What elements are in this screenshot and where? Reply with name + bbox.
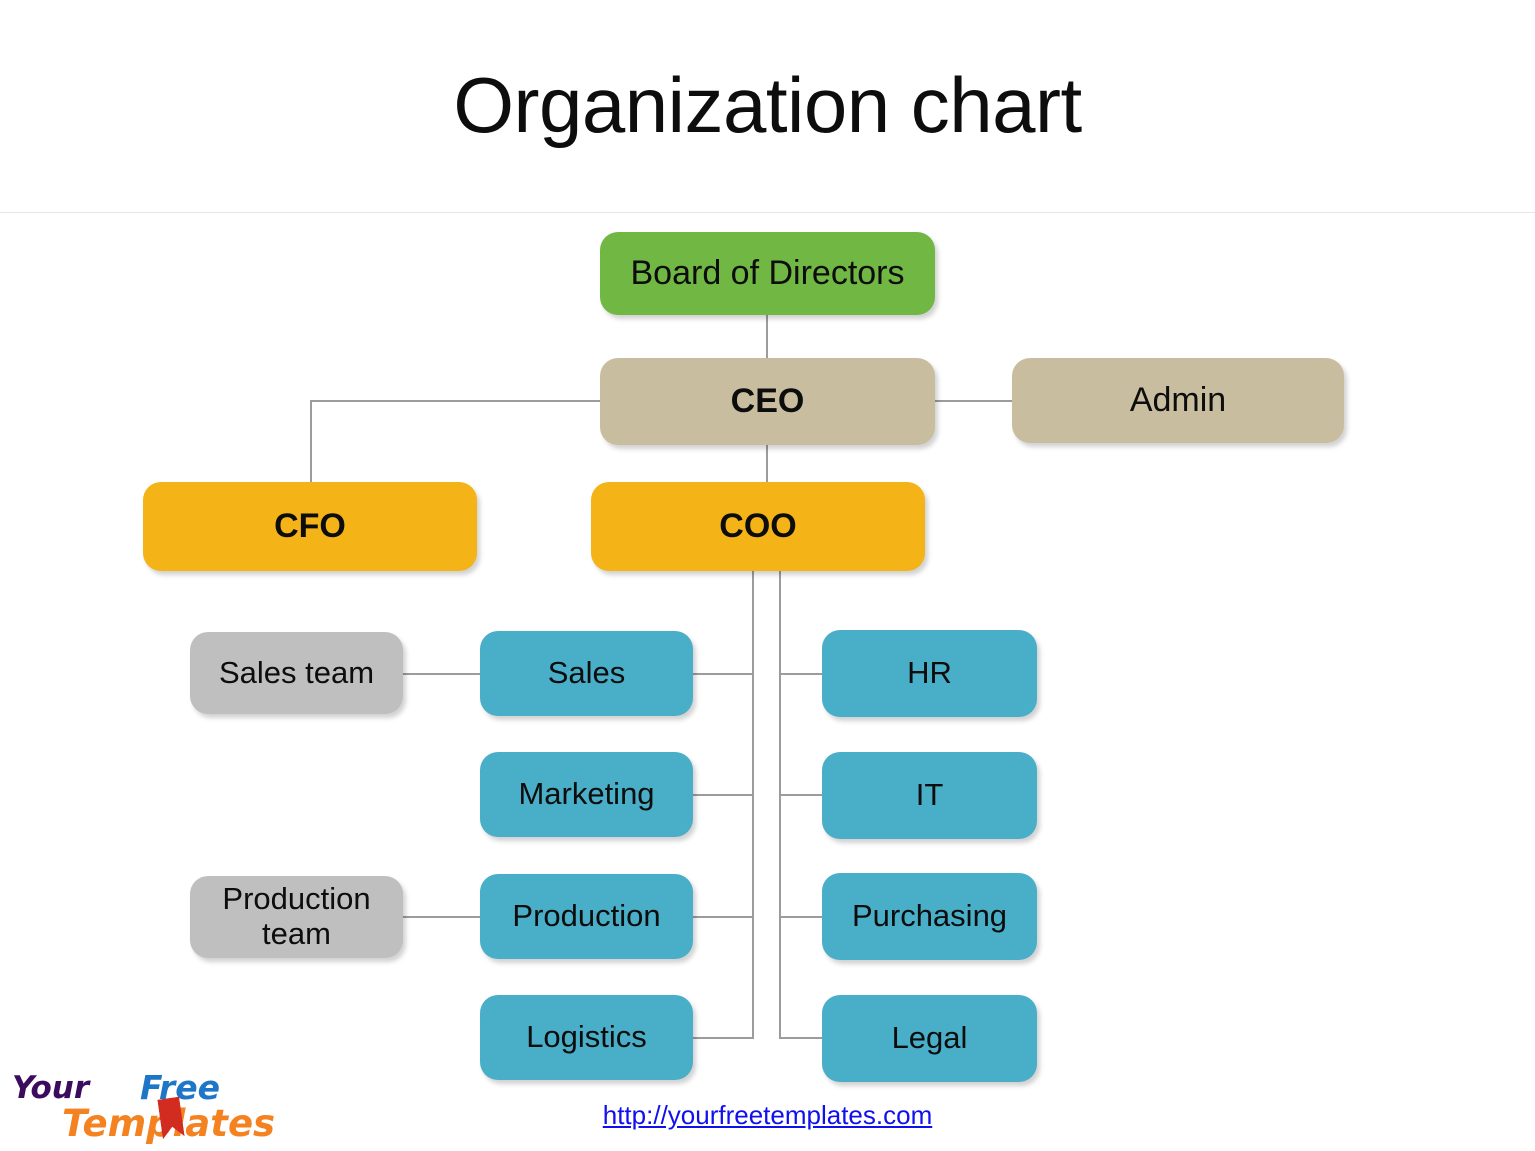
node-label: HR	[907, 655, 952, 691]
connector-trunk-marketing	[692, 794, 753, 796]
node-sales-team[interactable]: Sales team	[190, 632, 403, 714]
node-sales[interactable]: Sales	[480, 631, 693, 716]
connector-trunk-legal	[779, 1037, 823, 1039]
node-hr[interactable]: HR	[822, 630, 1037, 717]
node-label: Logistics	[526, 1019, 647, 1055]
node-production-team[interactable]: Production team	[190, 876, 403, 958]
node-ceo[interactable]: CEO	[600, 358, 935, 445]
node-purchasing[interactable]: Purchasing	[822, 873, 1037, 960]
node-label: IT	[915, 777, 944, 813]
node-label: CEO	[730, 382, 805, 421]
connector-board-ceo	[766, 313, 768, 360]
connector-ceo-cfo-horizontal	[310, 400, 602, 402]
node-production[interactable]: Production	[480, 874, 693, 959]
node-marketing[interactable]: Marketing	[480, 752, 693, 837]
logo-word-free: Free	[140, 1068, 220, 1107]
connector-trunk-sales	[692, 673, 753, 675]
connector-trunk-hr	[779, 673, 823, 675]
node-label: Sales team	[218, 654, 375, 690]
connector-ceo-coo	[766, 444, 768, 483]
node-label: Production team	[222, 881, 371, 951]
connector-coo-left-trunk	[752, 571, 754, 1039]
node-legal[interactable]: Legal	[822, 995, 1037, 1082]
connector-trunk-it	[779, 794, 823, 796]
node-label: Legal	[891, 1020, 968, 1056]
connector-ceo-cfo-vertical	[310, 400, 312, 483]
node-label: Admin	[1129, 381, 1227, 420]
logo-word-your: Your	[12, 1070, 90, 1106]
node-label: Board of Directors	[630, 254, 905, 293]
node-logistics[interactable]: Logistics	[480, 995, 693, 1080]
yourfreetemplates-logo: Your Free Templates	[8, 1068, 275, 1148]
connector-trunk-purchasing	[779, 916, 823, 918]
connector-coo-right-trunk	[779, 571, 781, 1039]
connector-trunk-production	[692, 916, 753, 918]
node-label: Production	[512, 898, 661, 934]
footer-url-link[interactable]: http://yourfreetemplates.com	[602, 1100, 933, 1130]
node-coo[interactable]: COO	[591, 482, 925, 571]
page-title: Organization chart	[453, 61, 1082, 149]
connector-ceo-admin	[934, 400, 1013, 402]
node-label: COO	[719, 507, 797, 546]
node-label: CFO	[274, 507, 346, 546]
node-admin[interactable]: Admin	[1012, 358, 1344, 443]
connector-sales-salesteam	[402, 673, 482, 675]
node-cfo[interactable]: CFO	[143, 482, 477, 571]
connector-production-prodteam	[402, 916, 482, 918]
node-label: Marketing	[518, 776, 655, 812]
node-label: Purchasing	[851, 898, 1008, 934]
node-label: Sales	[547, 655, 626, 691]
node-board-of-directors[interactable]: Board of Directors	[600, 232, 935, 315]
title-divider	[0, 212, 1535, 213]
connector-trunk-logistics	[692, 1037, 753, 1039]
node-it[interactable]: IT	[822, 752, 1037, 839]
